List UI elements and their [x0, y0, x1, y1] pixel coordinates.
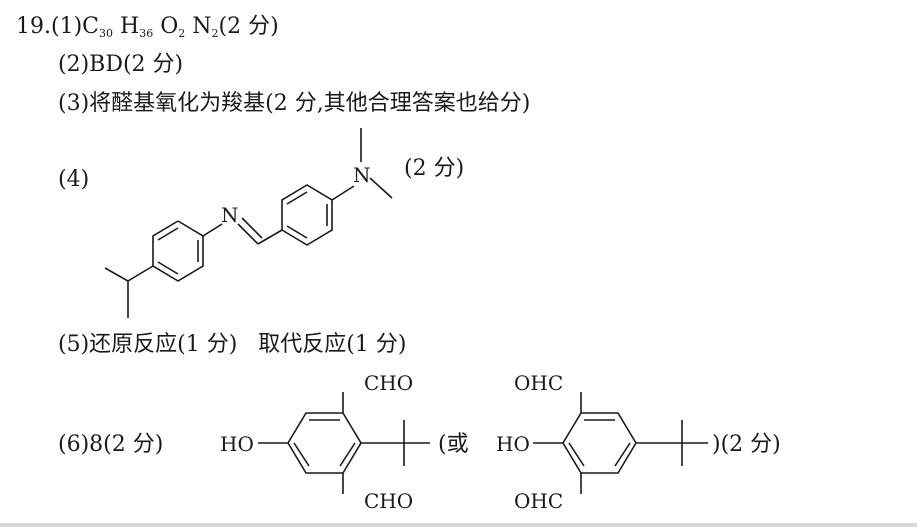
formula-element: O	[160, 14, 179, 39]
answer-line-3: (3)将醛基氧化为羧基(2 分,其他合理答案也给分)	[58, 91, 530, 117]
hydroxyl-label: HO	[496, 432, 530, 456]
isopropyl-methyl-bond	[104, 267, 129, 282]
ring-double-bond	[286, 225, 308, 239]
part-5-label: (5)	[58, 332, 90, 357]
answer-line-5: (5)还原反应(1 分) 取代反应(1 分)	[58, 332, 406, 358]
aryl-amine-bond	[331, 185, 355, 201]
formula-element: C	[82, 14, 100, 39]
aldehyde-label-bottom: CHO	[364, 489, 413, 513]
part-1-label: (1)	[51, 14, 83, 39]
ring-double-bond	[568, 442, 585, 467]
isopropyl-bond	[127, 265, 154, 282]
ring-double-bond	[157, 227, 179, 241]
amine-n-atom: N	[353, 163, 371, 187]
left-benzene-ring	[152, 220, 204, 282]
aryl-n-bond	[202, 223, 223, 237]
imine-double-bond	[241, 217, 263, 239]
formula-subscript: 2	[211, 27, 219, 40]
part-5-text: 还原反应(1 分) 取代反应(1 分)	[89, 332, 407, 357]
part-6-text: 8(2 分)	[89, 432, 164, 457]
aldehyde-label-top: CHO	[364, 371, 413, 395]
part-3-text: 将醛基氧化为羧基(2 分,其他合理答案也给分)	[89, 91, 531, 116]
part-2-label: (2)	[58, 52, 90, 77]
part-6-or-text: (或	[438, 432, 469, 457]
answer-line-2: (2)BD(2 分)	[58, 52, 183, 78]
ring-double-bond	[293, 442, 310, 467]
question-number: 19.	[16, 14, 51, 39]
n-methyl-bond	[369, 177, 393, 199]
answer-line-1: 19.(1)C30 H36 O2 N2(2 分)	[16, 14, 279, 47]
ring-double-bond	[339, 442, 356, 467]
part-6-label: (6)	[58, 432, 90, 457]
ch-ring-bond	[257, 229, 283, 245]
ring-double-bond	[286, 191, 308, 205]
imine-double-bond	[237, 223, 259, 245]
page-bottom-divider	[0, 523, 917, 527]
benzene-ring	[287, 412, 362, 474]
part-3-label: (3)	[58, 91, 90, 116]
answer-line-6: (6)8(2 分)	[58, 432, 163, 458]
ring-double-bond	[614, 442, 631, 467]
part-4-label: (4)	[58, 167, 90, 192]
formula-element: N	[192, 14, 212, 39]
aldehyde-label-bottom: OHC	[514, 489, 563, 513]
molecular-formula: C30 H36 O2 N2	[82, 14, 219, 40]
benzene-ring	[562, 412, 637, 474]
part-1-score: (2 分)	[218, 14, 279, 39]
part-6-structure-2: HO OHC OHC	[496, 371, 708, 513]
part-4-structure: N N	[104, 128, 393, 318]
formula-subscript: 36	[139, 27, 154, 40]
right-benzene-ring	[281, 184, 333, 246]
part-6-structure-1: HO CHO CHO	[220, 371, 430, 513]
part-4-score: (2 分)	[404, 156, 465, 181]
part-2-text: BD(2 分)	[89, 52, 184, 77]
ring-double-bond	[157, 261, 179, 275]
part-6-score: )(2 分)	[712, 432, 781, 457]
formula-element: H	[120, 14, 140, 39]
formula-subscript: 30	[99, 27, 114, 40]
aldehyde-label-top: OHC	[514, 371, 563, 395]
formula-subscript: 2	[178, 27, 186, 40]
imine-n-atom: N	[221, 203, 239, 227]
hydroxyl-label: HO	[220, 432, 254, 456]
